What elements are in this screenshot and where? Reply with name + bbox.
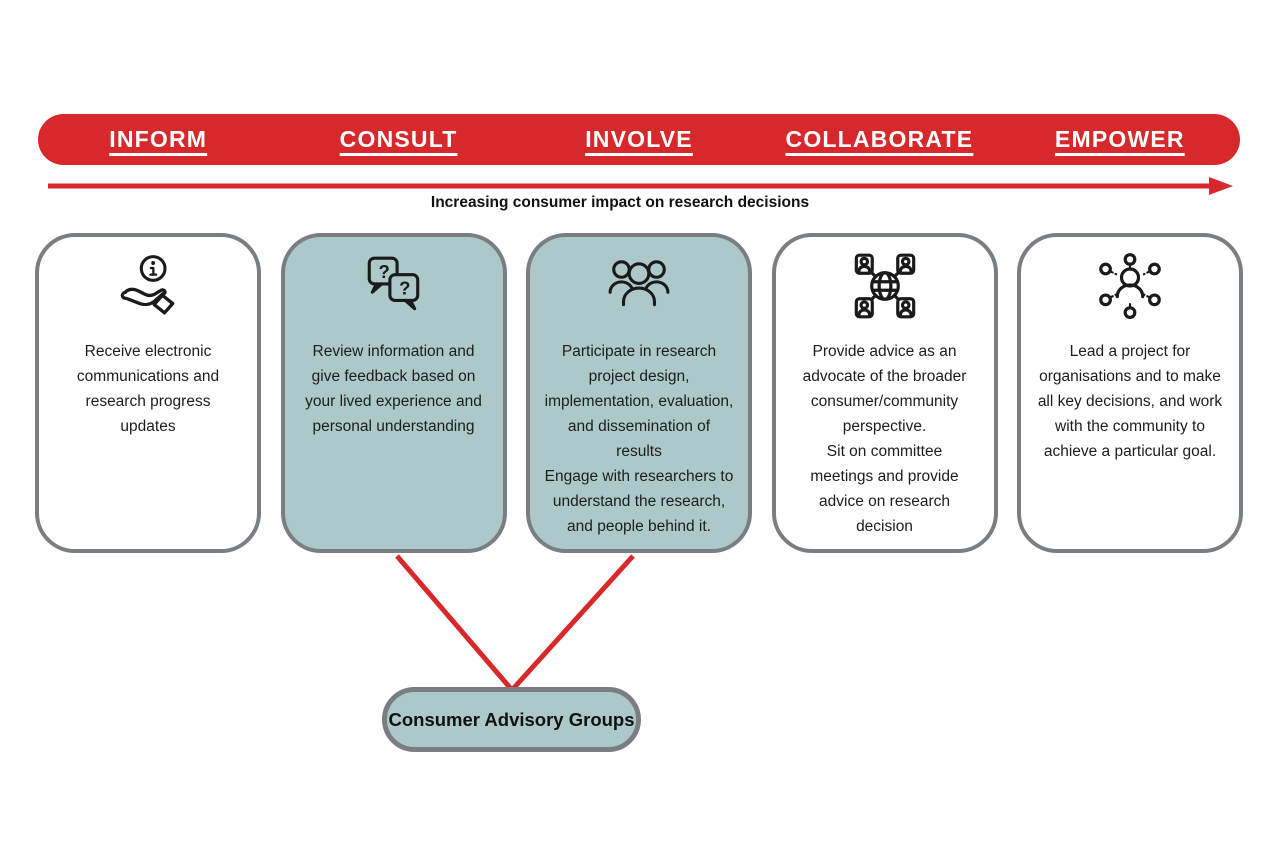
consumer-advisory-groups-pill: Consumer Advisory Groups [382,687,641,752]
banner-item-involve[interactable]: INVOLVE [585,126,693,152]
banner-item-empower[interactable]: EMPOWER [1054,126,1185,152]
card-involve: Participate in research project design, … [526,233,752,553]
card-inform: Receive electronic communications and re… [35,233,261,553]
card-collaborate: Provide advice as an advocate of the bro… [771,233,998,553]
card-empower-text: Lead a project for organisations and to … [1037,343,1223,460]
engagement-cards-row: Receive electronic communications and re… [35,233,1243,553]
banner-item-inform[interactable]: INFORM [109,126,208,152]
card-inform-text: Receive electronic communications and re… [76,343,220,435]
svg-text:?: ? [399,277,410,298]
impact-arrow-icon [48,177,1233,195]
globe-network-icon [851,249,919,323]
card-empower: Lead a project for organisations and to … [1017,233,1243,553]
info-hand-icon [115,249,181,323]
question-bubbles-icon: ? ? [361,249,427,323]
banner-item-collaborate[interactable]: COLLABORATE [785,126,974,152]
banner-item-consult[interactable]: CONSULT [339,126,458,152]
impact-arrow-label: Increasing consumer impact on research d… [430,194,810,211]
people-group-icon [604,249,674,323]
svg-text:?: ? [378,261,389,282]
card-involve-text: Participate in research project design, … [544,343,734,535]
person-hub-icon [1096,249,1164,323]
card-consult-text: Review information and give feedback bas… [305,343,482,435]
consumer-advisory-groups-label: Consumer Advisory Groups [388,708,635,730]
card-collaborate-text: Provide advice as an advocate of the bro… [802,343,967,535]
card-consult: ? ? Review information and give feedback… [280,233,507,553]
engagement-levels-banner: INFORM CONSULT INVOLVE COLLABORATE EMPOW… [38,114,1240,165]
